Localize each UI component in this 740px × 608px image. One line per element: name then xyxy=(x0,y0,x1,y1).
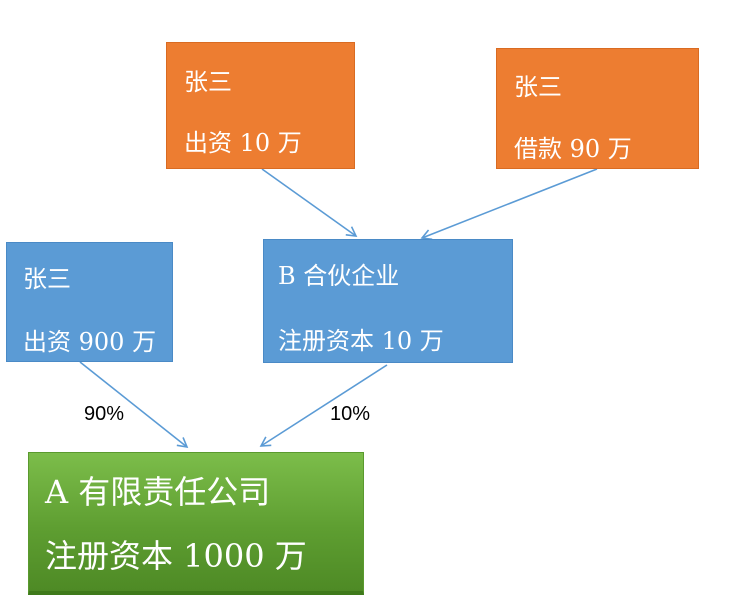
zhangsan-invest-top-name: 张三 xyxy=(184,68,232,96)
zhangsan-loan-name: 张三 xyxy=(514,73,562,101)
arrow-top-to-b xyxy=(261,168,358,237)
zhangsan-invest-top-box: 张三 出资 10 万 xyxy=(166,42,355,169)
company-a-detail: 注册资本 1000 万 xyxy=(45,537,307,575)
zhangsan-invest-top-detail: 出资 10 万 xyxy=(184,129,302,157)
partnership-b-name: B 合伙企业 xyxy=(278,262,400,290)
company-a-box: A 有限责任公司 注册资本 1000 万 xyxy=(28,452,364,595)
arrow-left-to-a xyxy=(79,361,189,449)
zhangsan-invest-left-name: 张三 xyxy=(23,265,71,293)
arrow-b-to-a xyxy=(259,364,388,447)
company-a-name: A 有限责任公司 xyxy=(45,473,271,511)
zhangsan-loan-box: 张三 借款 90 万 xyxy=(496,48,699,169)
edge-label-10: 10% xyxy=(330,403,371,425)
zhangsan-invest-left-detail: 出资 900 万 xyxy=(23,328,157,356)
zhangsan-loan-detail: 借款 90 万 xyxy=(514,135,632,163)
arrow-loan-to-b xyxy=(420,168,598,241)
edge-label-90: 90% xyxy=(84,403,125,425)
zhangsan-invest-left-box: 张三 出资 900 万 xyxy=(6,242,173,362)
partnership-b-box: B 合伙企业 注册资本 10 万 xyxy=(263,239,513,363)
partnership-b-detail: 注册资本 10 万 xyxy=(278,327,444,355)
